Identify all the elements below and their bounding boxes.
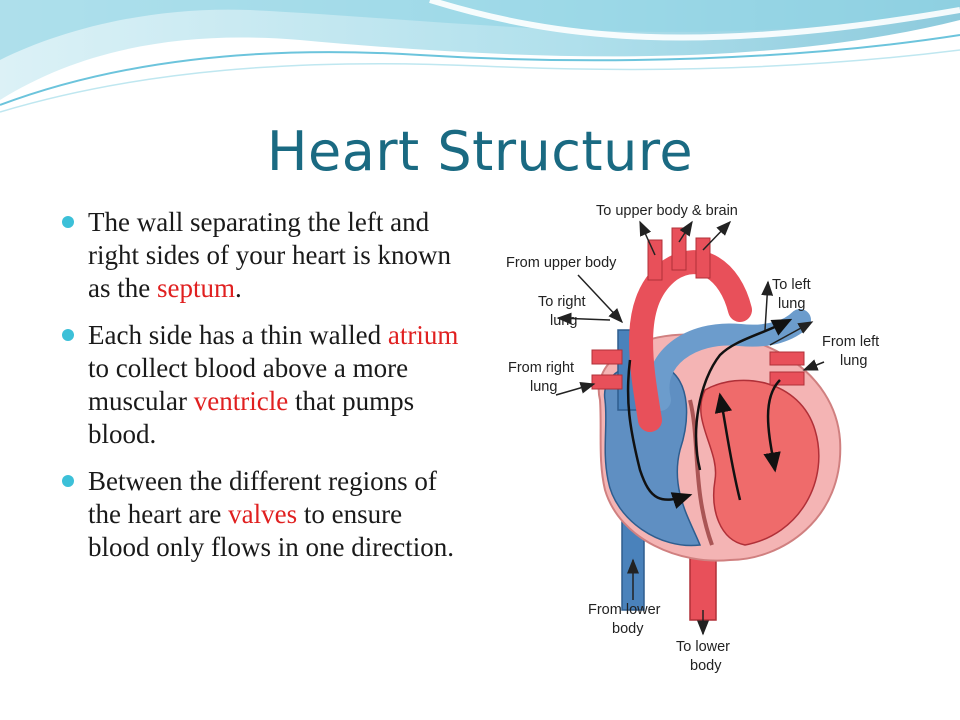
label-from-left-lung-line2: lung [840, 353, 867, 369]
bullet-list: The wall separating the left and right s… [60, 206, 470, 578]
bullet-text-middle: to collect blood above a more muscular [88, 353, 409, 416]
bullet-text-end: to ensure blood only flows in one direct… [88, 499, 454, 562]
header-wave-decoration [0, 0, 960, 113]
heart-illustration [591, 227, 842, 621]
bullet-item-chambers: Each side has a thin walled atrium to co… [60, 319, 470, 451]
highlight-septum: septum [156, 273, 235, 303]
bullet-dot-icon [62, 216, 74, 228]
bullet-text: The wall separating the left and right s… [88, 207, 451, 303]
label-to-upper-body-brain: To upper body & brain [596, 203, 738, 219]
label-from-right-lung-line1: From right [508, 360, 574, 376]
heart-diagram: To upper body & brain From upper body To… [506, 203, 879, 674]
bullet-text: Each side has a thin walled [88, 320, 388, 350]
label-from-left-lung-line1: From left [822, 334, 879, 350]
highlight-ventricle: ventricle [193, 386, 289, 416]
label-from-lower-body-line1: From lower [588, 602, 661, 618]
label-to-left-lung-line1: To left [772, 277, 811, 293]
label-from-upper-body: From upper body [506, 255, 617, 271]
bullet-text-end: that pumps blood. [88, 386, 415, 449]
highlight-valves: valves [228, 499, 298, 529]
bullet-item-septum: The wall separating the left and right s… [60, 206, 470, 305]
bullet-item-valves: Between the different regions of the hea… [60, 465, 470, 564]
label-arrows [555, 220, 825, 636]
label-to-lower-body-line1: To lower [676, 639, 730, 655]
label-to-right-lung-line2: lung [550, 313, 577, 329]
label-to-right-lung-line1: To right [538, 294, 586, 310]
label-from-lower-body-line2: body [612, 621, 644, 637]
slide-title: Heart Structure [266, 120, 694, 183]
bullet-dot-icon [62, 329, 74, 341]
bullet-text-end: . [234, 273, 242, 303]
label-to-lower-body-line2: body [690, 658, 722, 674]
label-from-right-lung-line2: lung [530, 379, 557, 395]
bullet-text: Between the different regions of the hea… [88, 466, 437, 529]
highlight-atrium: atrium [387, 320, 459, 350]
label-to-left-lung-line2: lung [778, 296, 805, 312]
bullet-dot-icon [62, 475, 74, 487]
